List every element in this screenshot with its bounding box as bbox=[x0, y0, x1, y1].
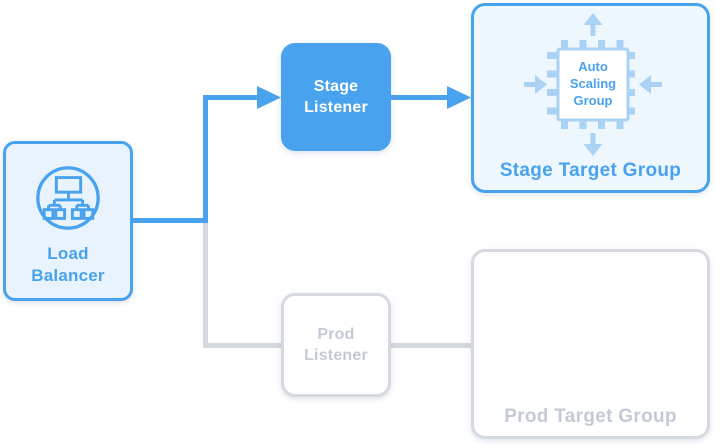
stage-target-group-node: Auto Scaling Group Stage Target Group bbox=[471, 3, 710, 193]
chip-body bbox=[556, 47, 630, 122]
lb-to-stage-listener-connector bbox=[133, 95, 258, 223]
prod-listener-node: Prod Listener bbox=[281, 293, 391, 397]
stage-target-arrowhead-icon bbox=[447, 86, 471, 109]
prod-target-group-label: Prod Target Group bbox=[504, 406, 677, 427]
load-balancer-node: Load Balancer bbox=[3, 141, 133, 301]
load-balancer-label: Load Balancer bbox=[31, 244, 105, 285]
arrow-up-icon bbox=[583, 13, 603, 36]
prod-target-group-node: Prod Target Group bbox=[471, 249, 710, 439]
arrow-right-icon bbox=[524, 75, 547, 94]
stage-listener-node: Stage Listener bbox=[281, 43, 391, 151]
lb-to-prod-listener-connector bbox=[203, 221, 281, 348]
arrow-left-icon bbox=[639, 75, 662, 94]
cpu-chip-icon bbox=[524, 13, 662, 156]
prod-listener-label: Prod Listener bbox=[304, 325, 368, 364]
auto-scaling-group-label: Auto Scaling Group bbox=[569, 59, 617, 108]
stage-target-group-label: Stage Target Group bbox=[499, 160, 682, 181]
arrow-down-icon bbox=[583, 133, 603, 156]
load-balancer-network-icon bbox=[36, 166, 100, 230]
stage-listener-label: Stage Listener bbox=[304, 77, 368, 116]
stage-listener-arrowhead-icon bbox=[257, 86, 281, 109]
